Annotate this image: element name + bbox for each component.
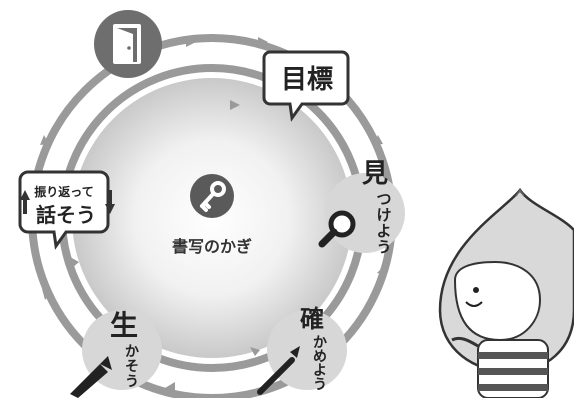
stage-confirm: 確 か め よ う xyxy=(257,305,347,395)
confirm-kana-1: か xyxy=(313,335,327,351)
see-kana-3: よ xyxy=(376,222,391,240)
use-kana-3: う xyxy=(125,374,139,390)
mascot-body xyxy=(477,339,549,398)
arrow-down-icon xyxy=(373,135,383,145)
arrow-right-icon xyxy=(258,37,268,47)
confirm-kana-4: う xyxy=(313,377,327,393)
goal-bubble: 目標 xyxy=(262,50,350,122)
arrow-up-icon xyxy=(70,257,79,268)
arrow-up-icon xyxy=(42,289,51,300)
stage-see: 見 つ け よ う xyxy=(318,159,405,256)
use-main: 生 xyxy=(110,309,138,342)
reflect-line2: 話そう xyxy=(36,203,96,227)
mascot-eye xyxy=(473,287,479,293)
arrow-right-icon xyxy=(186,37,196,47)
see-kana-1: つ xyxy=(376,190,391,208)
magnifier-icon xyxy=(318,210,356,248)
arrow-up-icon xyxy=(20,190,30,214)
goal-label: 目標 xyxy=(281,65,333,95)
reflect-line1: 振り返って xyxy=(34,184,93,199)
pencil-icon xyxy=(70,356,112,398)
arrow-down-icon xyxy=(105,190,115,214)
confirm-kana-3: よ xyxy=(313,363,327,379)
mascot-smile xyxy=(465,301,483,307)
arrow-right-icon xyxy=(230,100,240,110)
arrow-up-icon xyxy=(40,135,49,145)
center-label: 書写のかぎ xyxy=(172,237,252,256)
drop-mascot xyxy=(438,187,574,398)
see-main: 見 xyxy=(362,159,388,189)
mascot-arm xyxy=(451,336,479,348)
start-node xyxy=(94,10,162,78)
center-node: 書写のかぎ xyxy=(172,174,252,256)
arrow-left-icon xyxy=(250,347,260,356)
use-kana-2: そ xyxy=(125,359,139,375)
see-kana-4: う xyxy=(376,238,391,256)
see-kana-2: け xyxy=(376,206,391,224)
brush-icon xyxy=(257,346,300,395)
use-kana-1: か xyxy=(125,344,139,360)
arrow-left-icon xyxy=(165,382,175,392)
stage-use: 生 か そ う xyxy=(70,309,162,398)
arrow-down-icon xyxy=(377,265,387,275)
confirm-main: 確 xyxy=(300,305,324,333)
confirm-kana-2: め xyxy=(313,349,327,365)
reflect-bubble: 振り返って 話そう xyxy=(18,170,115,250)
key-icon xyxy=(200,181,226,212)
